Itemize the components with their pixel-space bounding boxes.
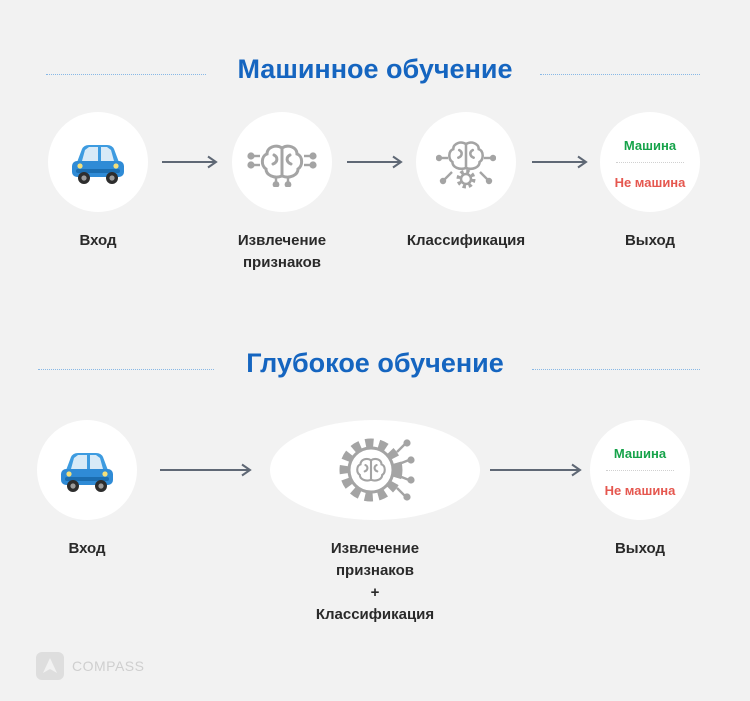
- title-divider-left: [46, 74, 206, 75]
- brand-name: COMPASS: [72, 658, 145, 674]
- section-title-ml: Машинное обучение: [237, 54, 513, 84]
- input-node: [48, 112, 148, 212]
- brain-gear-icon: [436, 141, 496, 189]
- gear-brain-circuit-icon: [339, 438, 415, 502]
- input-label: Вход: [79, 232, 117, 249]
- classification-node: [416, 112, 516, 212]
- arrow-right-icon: [347, 155, 403, 169]
- feature-extraction-label: Извлечение признаков: [212, 230, 352, 274]
- arrow-right-icon: [160, 463, 252, 477]
- title-divider-right: [540, 74, 700, 75]
- arrow-right-icon: [490, 463, 582, 477]
- input-label: Вход: [68, 540, 106, 557]
- combined-node: [270, 420, 480, 520]
- arrow-right-icon: [532, 155, 588, 169]
- brand-logo: COMPASS: [36, 652, 144, 680]
- title-divider-right: [532, 369, 700, 370]
- section-title-dl: Глубокое обучение: [246, 348, 504, 378]
- car-icon: [61, 453, 113, 492]
- combined-line-1: Извлечение: [330, 540, 420, 557]
- combined-line-4: Классификация: [315, 606, 435, 623]
- feature-extraction-node: [232, 112, 332, 212]
- combined-label: Извлечение признаков + Классификация: [290, 538, 460, 626]
- feature-extraction-line-1: Извлечение: [237, 232, 327, 249]
- car-icon: [72, 145, 124, 184]
- output-label: Выход: [614, 540, 666, 557]
- output-node: Машина Не машина: [600, 112, 700, 212]
- output-positive-label: Машина: [613, 446, 667, 461]
- title-divider-left: [38, 369, 214, 370]
- output-node: Машина Не машина: [590, 420, 690, 520]
- classification-label: Классификация: [406, 232, 526, 249]
- arrow-right-icon: [162, 155, 218, 169]
- combined-line-2: признаков: [336, 562, 414, 579]
- brain-circuit-icon: [247, 144, 317, 187]
- output-negative-label: Не машина: [604, 483, 676, 498]
- feature-extraction-line-2: признаков: [243, 254, 321, 271]
- output-divider: [606, 470, 674, 471]
- combined-line-3: +: [370, 584, 380, 601]
- output-divider: [616, 162, 684, 163]
- input-node: [37, 420, 137, 520]
- output-label: Выход: [624, 232, 676, 249]
- output-negative-label: Не машина: [614, 175, 686, 190]
- compass-logo-icon: [36, 652, 64, 680]
- output-positive-label: Машина: [623, 138, 677, 153]
